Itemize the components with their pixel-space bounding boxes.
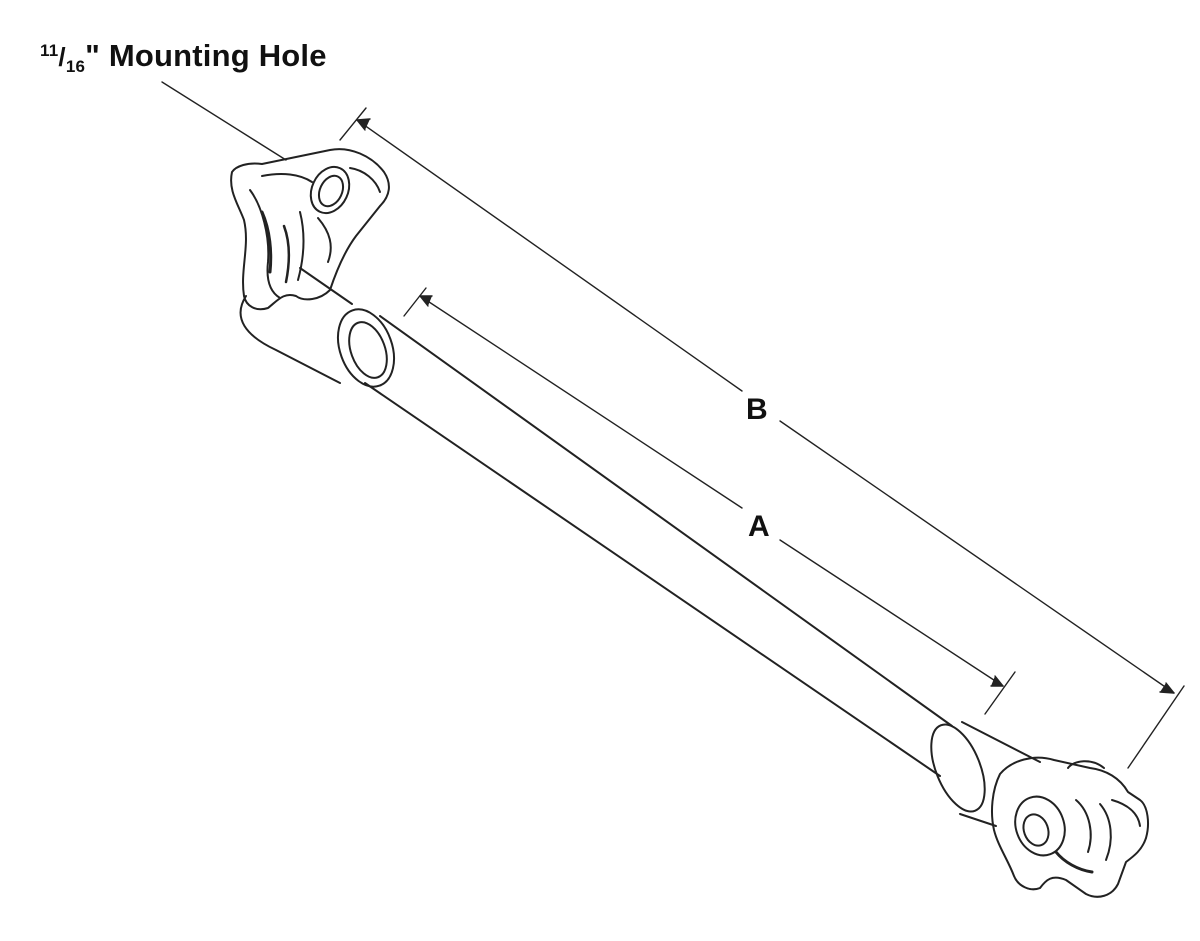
lower-mount-bracket: [991, 756, 1149, 898]
lower-bracket-outline: [991, 756, 1149, 898]
inner-rod-upper-edge: [379, 315, 953, 727]
dimension-b-extension-start: [339, 107, 367, 141]
dimension-b-extension-end: [1127, 685, 1185, 769]
fraction-denominator: 16: [65, 57, 86, 76]
dimension-b: [339, 107, 1185, 769]
fraction-slash: /: [58, 42, 66, 72]
upper-bracket-top-ridge: [261, 173, 313, 183]
dimension-a-label: A: [748, 510, 770, 543]
callout-text: " Mounting Hole: [85, 38, 327, 73]
dimension-a-line-lower: [779, 539, 1004, 687]
upper-bracket-inner-left: [249, 189, 281, 299]
dimension-b-line-lower: [779, 420, 1175, 694]
lower-bracket-shadow: [1054, 850, 1094, 874]
lower-bracket-rib-2: [1099, 803, 1112, 861]
lower-bracket-ear-top: [1067, 760, 1105, 769]
lower-stud-flange: [1014, 795, 1066, 857]
dimension-b-line-upper: [356, 119, 743, 392]
upper-collar-bore: [348, 321, 388, 379]
upper-collar: [239, 267, 396, 388]
upper-bracket-shadow-1: [260, 210, 273, 274]
dimension-b-arrow-start: [356, 118, 371, 131]
upper-bracket-ear: [349, 167, 381, 193]
fraction-numerator: 11: [40, 41, 59, 60]
upper-collar-face: [336, 308, 396, 388]
inner-rod-lower-edge: [364, 382, 941, 777]
mounting-hole-inner: [317, 174, 345, 208]
dimension-a-line-upper: [419, 295, 743, 509]
upper-bracket-inner-right: [297, 211, 305, 281]
upper-bracket-outline: [230, 148, 390, 311]
lower-bracket-rib-1: [1075, 799, 1092, 853]
dimension-a: [403, 287, 1016, 715]
dimension-a-arrow-start: [419, 295, 433, 307]
upper-collar-top: [299, 267, 353, 305]
inner-rod: [364, 315, 953, 777]
lower-cylinder-bottom: [959, 813, 997, 827]
mounting-hole-callout: 11/16" Mounting Hole: [40, 38, 327, 76]
upper-collar-body: [239, 295, 341, 384]
upper-bracket-rib: [317, 217, 332, 263]
lower-cylinder-top: [961, 721, 1041, 763]
dimension-a-arrow-end: [990, 675, 1004, 687]
dimension-b-arrow-end: [1159, 682, 1175, 694]
dimension-a-extension-start: [403, 287, 427, 317]
upper-mount-bracket: [230, 148, 390, 311]
lower-cylinder-face: [930, 723, 986, 813]
lower-cylinder-end: [930, 721, 1041, 827]
dimension-b-label: B: [746, 393, 768, 426]
upper-bracket-shadow-2: [282, 224, 290, 284]
mounting-hole: [309, 165, 351, 215]
callout-leader-line: [161, 81, 287, 161]
lower-stud: [1022, 813, 1050, 847]
dimension-a-extension-end: [984, 671, 1016, 715]
lower-bracket-ear-right: [1111, 799, 1141, 827]
